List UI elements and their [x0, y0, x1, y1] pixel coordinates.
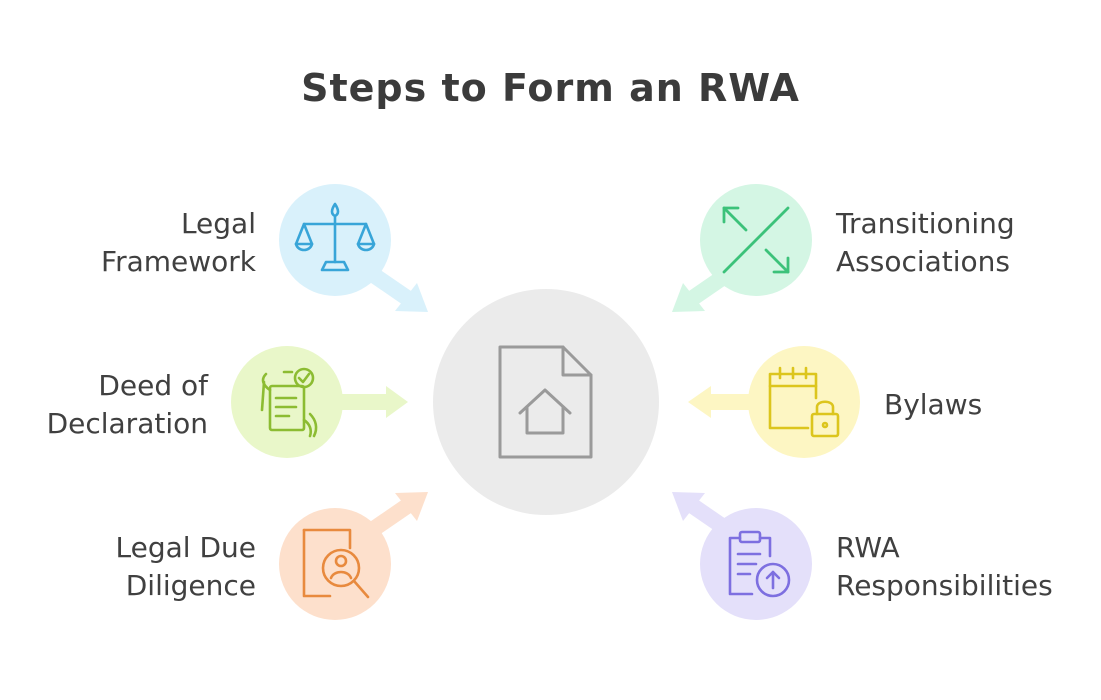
expand-arrows-icon	[722, 206, 790, 274]
node-rwa-responsibilities	[700, 508, 812, 620]
document-home-icon	[498, 345, 593, 459]
node-legal-framework	[279, 184, 391, 296]
label-rwa-responsibilities: RWA Responsibilities	[836, 531, 1053, 602]
document-search-icon	[302, 528, 370, 599]
label-transitioning-associations: Transitioning Associations	[836, 207, 1015, 278]
label-legal-due-diligence: Legal Due Diligence	[115, 531, 256, 602]
signed-document-icon	[260, 367, 318, 438]
clipboard-upload-icon	[728, 530, 791, 598]
arrow-deed-of-declaration	[340, 386, 408, 418]
label-bylaws: Bylaws	[884, 388, 983, 421]
calendar-lock-icon	[768, 366, 840, 438]
scales-icon	[294, 202, 376, 272]
label-deed-of-declaration: Deed of Declaration	[46, 369, 208, 440]
label-legal-framework: Legal Framework	[101, 207, 256, 278]
node-bylaws	[748, 346, 860, 458]
center-node	[433, 289, 659, 515]
diagram-title: Steps to Form an RWA	[301, 66, 800, 110]
node-legal-due-diligence	[279, 508, 391, 620]
node-transitioning-associations	[700, 184, 812, 296]
node-deed-of-declaration	[231, 346, 343, 458]
